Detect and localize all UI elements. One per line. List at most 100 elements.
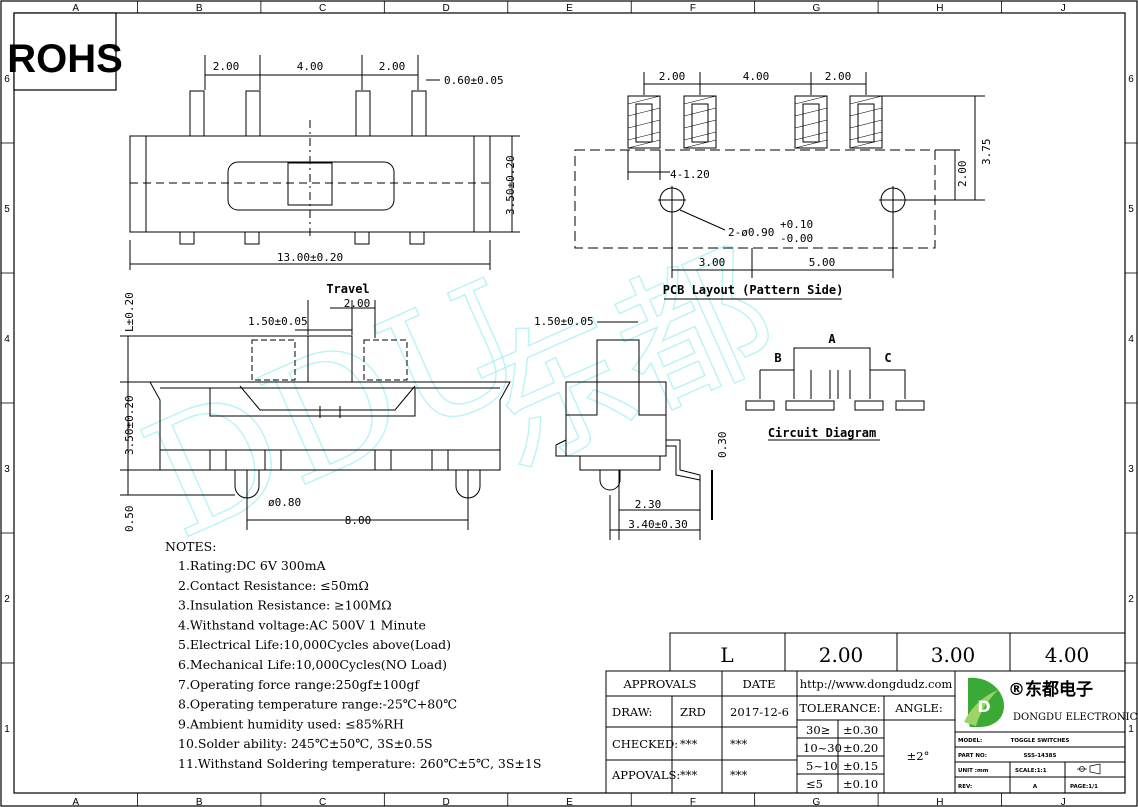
notes-heading: NOTES: [165, 539, 216, 554]
note-item: 8.Operating temperature range:-25℃+80℃ [178, 697, 457, 712]
grid-column-label: C [319, 3, 326, 14]
grid-column-label: B [196, 3, 203, 14]
svg-text:ZRD: ZRD [680, 705, 706, 719]
side-view-text: 1.50±0.05 0.30 2.30 3.40±0.30 [534, 315, 729, 531]
note-item: 4.Withstand voltage:AC 500V 1 Minute [178, 617, 426, 632]
grid-row-label: 6 [1128, 74, 1134, 85]
svg-text:±0.15: ±0.15 [843, 759, 878, 773]
company-name-en: DONGDU ELECTRONICS [1013, 712, 1138, 723]
svg-text:3.75: 3.75 [980, 139, 993, 166]
grid-column-label: C [319, 797, 326, 807]
grid-row-label: 4 [4, 334, 10, 345]
svg-text:***: *** [680, 737, 698, 751]
pcb-layout [574, 72, 985, 300]
svg-text:***: *** [730, 768, 748, 782]
svg-text:3.50±0.20: 3.50±0.20 [123, 395, 136, 455]
grid-column-label: H [936, 797, 943, 807]
svg-text:0.60±0.05: 0.60±0.05 [444, 74, 504, 87]
svg-text:A: A [828, 332, 836, 346]
svg-text:ø0.80: ø0.80 [268, 496, 301, 509]
svg-text:2.30: 2.30 [635, 498, 662, 511]
note-item: 6.Mechanical Life:10,000Cycles(NO Load) [178, 657, 447, 672]
svg-text:4.00: 4.00 [743, 70, 770, 83]
svg-text:ANGLE:: ANGLE: [894, 701, 942, 715]
svg-text:±2°: ±2° [907, 749, 930, 763]
circuit-text: A B C Circuit Diagram [768, 332, 892, 440]
svg-text:5~10: 5~10 [806, 759, 838, 773]
company-name-cn: ®东都电子 [1008, 679, 1093, 700]
note-item: 3.Insulation Resistance: ≥100MΩ [178, 598, 392, 613]
website: http://www.dongdudz.com [800, 677, 953, 691]
svg-text:13.00±0.20: 13.00±0.20 [277, 251, 343, 264]
svg-text:2.00: 2.00 [825, 70, 852, 83]
svg-text:2.00: 2.00 [379, 60, 406, 73]
svg-text:TOGGLE SWITCHES: TOGGLE SWITCHES [1011, 738, 1070, 744]
top-view [129, 55, 520, 270]
note-item: 11.Withstand Soldering temperature: 260℃… [178, 756, 541, 771]
grid-row-label: 4 [1128, 334, 1134, 345]
svg-text:APPOVALS:: APPOVALS: [611, 768, 680, 782]
svg-text:2.00: 2.00 [213, 60, 240, 73]
svg-text:UNIT :mm: UNIT :mm [958, 768, 989, 774]
svg-text:8.00: 8.00 [345, 514, 372, 527]
svg-text:0.50: 0.50 [123, 506, 136, 533]
grid-row-label: 5 [4, 204, 10, 215]
svg-text:2-ø0.90: 2-ø0.90 [728, 226, 774, 239]
grid-row-label: 5 [1128, 204, 1134, 215]
svg-text:REV:: REV: [958, 784, 972, 790]
svg-text:2017-12-6: 2017-12-6 [730, 705, 789, 719]
svg-text:±0.30: ±0.30 [843, 723, 878, 737]
svg-text:2.00: 2.00 [819, 643, 864, 667]
rohs-label: ROHS [7, 37, 123, 81]
company-logo: D [964, 677, 1004, 727]
svg-text:CHECKED:: CHECKED: [612, 737, 678, 751]
svg-text:PART NO:: PART NO: [958, 753, 987, 759]
svg-text:D: D [977, 697, 990, 716]
svg-text:2.00: 2.00 [956, 161, 969, 188]
grid-column-label: G [812, 797, 820, 807]
note-item: 2.Contact Resistance: ≤50mΩ [178, 578, 369, 593]
svg-text:L: L [720, 643, 733, 667]
svg-text:***: *** [680, 768, 698, 782]
svg-text:4.00: 4.00 [1045, 643, 1090, 667]
svg-text:3.50±0.20: 3.50±0.20 [504, 155, 517, 215]
front-view-text: Travel 2.00 1.50±0.05 L±0.20 3.50±0.20 0… [123, 282, 371, 532]
svg-text:4.00: 4.00 [297, 60, 324, 73]
svg-text:C: C [884, 351, 891, 365]
svg-text:-0.00: -0.00 [780, 232, 813, 245]
grid-column-label: F [690, 3, 696, 14]
circuit-diagram [745, 347, 925, 441]
grid-column-label: F [690, 797, 696, 807]
svg-text:1.50±0.05: 1.50±0.05 [248, 315, 308, 328]
note-item: 5.Electrical Life:10,000Cycles above(Loa… [178, 637, 451, 652]
grid-column-label: E [566, 3, 573, 14]
svg-text:DATE: DATE [743, 677, 776, 691]
grid-column-label: E [566, 797, 573, 807]
title-block-text: APPROVALS DATE DRAW: ZRD 2017-12-6 CHECK… [611, 677, 1138, 791]
top-view-dims: 2.00 4.00 2.00 0.60±0.05 3.50±0.20 13.00… [213, 60, 517, 264]
svg-text:TOLERANCE:: TOLERANCE: [799, 701, 880, 715]
rohs-box [13, 12, 117, 91]
grid-column-label: A [72, 3, 79, 14]
svg-text:3.40±0.30: 3.40±0.30 [628, 518, 688, 531]
svg-text:SSS-1438S: SSS-1438S [1024, 753, 1057, 759]
svg-text:***: *** [730, 737, 748, 751]
note-item: 10.Solder ability: 245℃±50℃, 3S±0.5S [178, 736, 433, 751]
grid-column-label: B [196, 797, 203, 807]
svg-text:5.00: 5.00 [809, 256, 836, 269]
grid-row-label: 1 [1128, 724, 1134, 735]
svg-text:10~30: 10~30 [803, 741, 842, 755]
svg-text:0.30: 0.30 [716, 432, 729, 459]
grid-row-label: 3 [4, 464, 10, 475]
note-item: 9.Ambient humidity used: ≤85%RH [178, 716, 404, 731]
svg-text:MODEL:: MODEL: [958, 738, 982, 744]
grid-row-label: 1 [4, 724, 10, 735]
circuit-title: Circuit Diagram [768, 426, 876, 440]
grid-column-label: J [1061, 797, 1066, 807]
projection-symbol [1077, 763, 1101, 775]
grid-row-label: 3 [1128, 464, 1134, 475]
title-block [605, 670, 1126, 794]
grid-column-label: G [812, 3, 820, 14]
